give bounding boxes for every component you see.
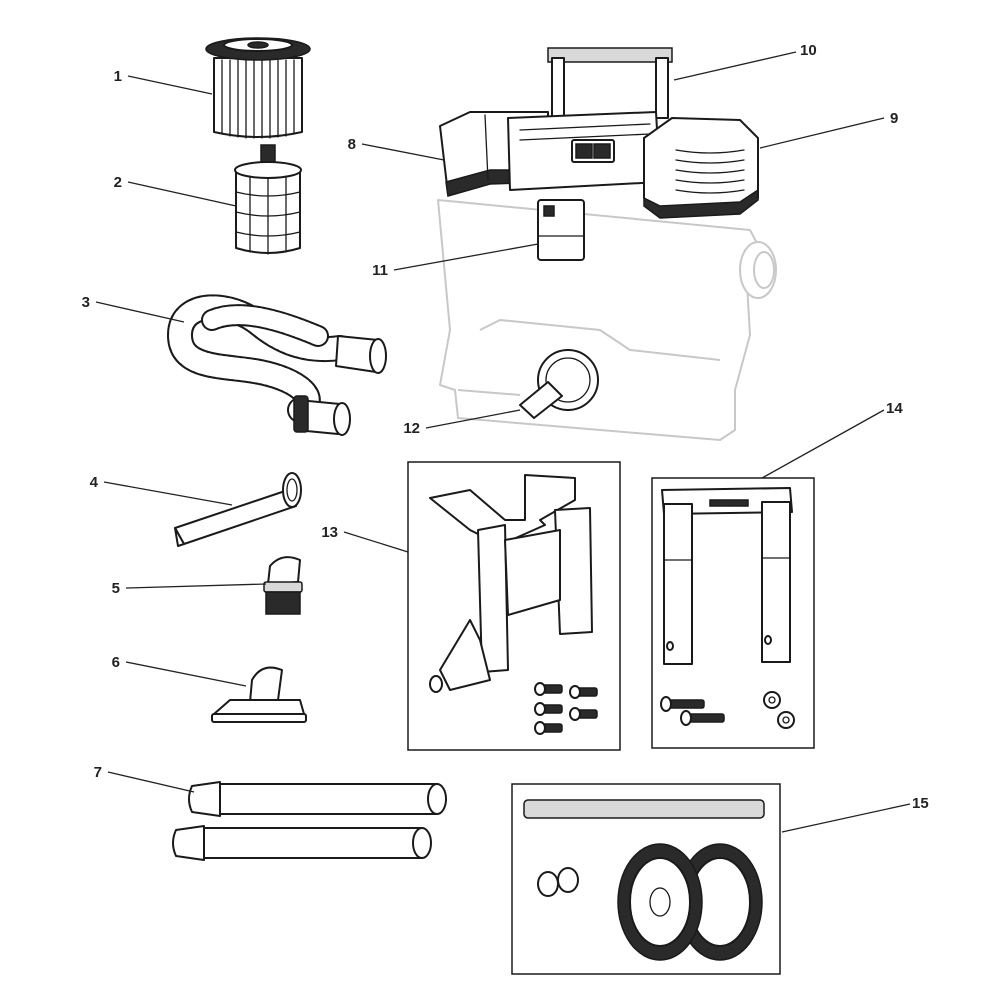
label-part-8: 8 (348, 136, 356, 153)
part-7-extension-wands (172, 781, 447, 861)
label-part-12: 12 (403, 420, 420, 437)
vacuum-top-center (507, 111, 661, 191)
label-part-4: 4 (90, 474, 99, 491)
label-part-7: 7 (94, 764, 102, 781)
part-5-dusting-brush (263, 556, 303, 615)
part-number-labels: 1 2 3 4 5 6 7 8 9 10 11 12 13 14 15 (82, 42, 929, 812)
label-part-6: 6 (112, 654, 120, 671)
part-14-handle-kit (651, 477, 815, 749)
label-part-9: 9 (890, 110, 898, 127)
part-2-filter-cage (234, 144, 302, 255)
label-part-11: 11 (372, 262, 388, 279)
label-part-3: 3 (82, 294, 90, 311)
screws-set-13 (534, 682, 598, 735)
part-4-crevice-tool (174, 472, 302, 547)
label-part-2: 2 (114, 174, 122, 191)
part-11-latch (537, 199, 585, 261)
label-part-1: 1 (114, 68, 122, 85)
part-12-drain-knob (519, 349, 599, 419)
part-15-wheel-kit (511, 783, 781, 975)
label-part-15: 15 (912, 795, 929, 812)
label-part-13: 13 (321, 524, 338, 541)
part-10-handle (547, 47, 673, 119)
part-1-pleated-filter (205, 37, 311, 139)
bolts-set-14 (660, 691, 795, 729)
part-9-right-housing (643, 117, 759, 219)
vacuum-body (437, 199, 777, 441)
leader-lines (95, 51, 911, 833)
label-part-5: 5 (112, 580, 120, 597)
part-3-hose (166, 294, 387, 436)
label-part-10: 10 (800, 42, 817, 59)
part-13-bracket-kit (407, 461, 621, 751)
label-part-14: 14 (886, 400, 903, 417)
part-6-floor-nozzle (211, 666, 307, 723)
